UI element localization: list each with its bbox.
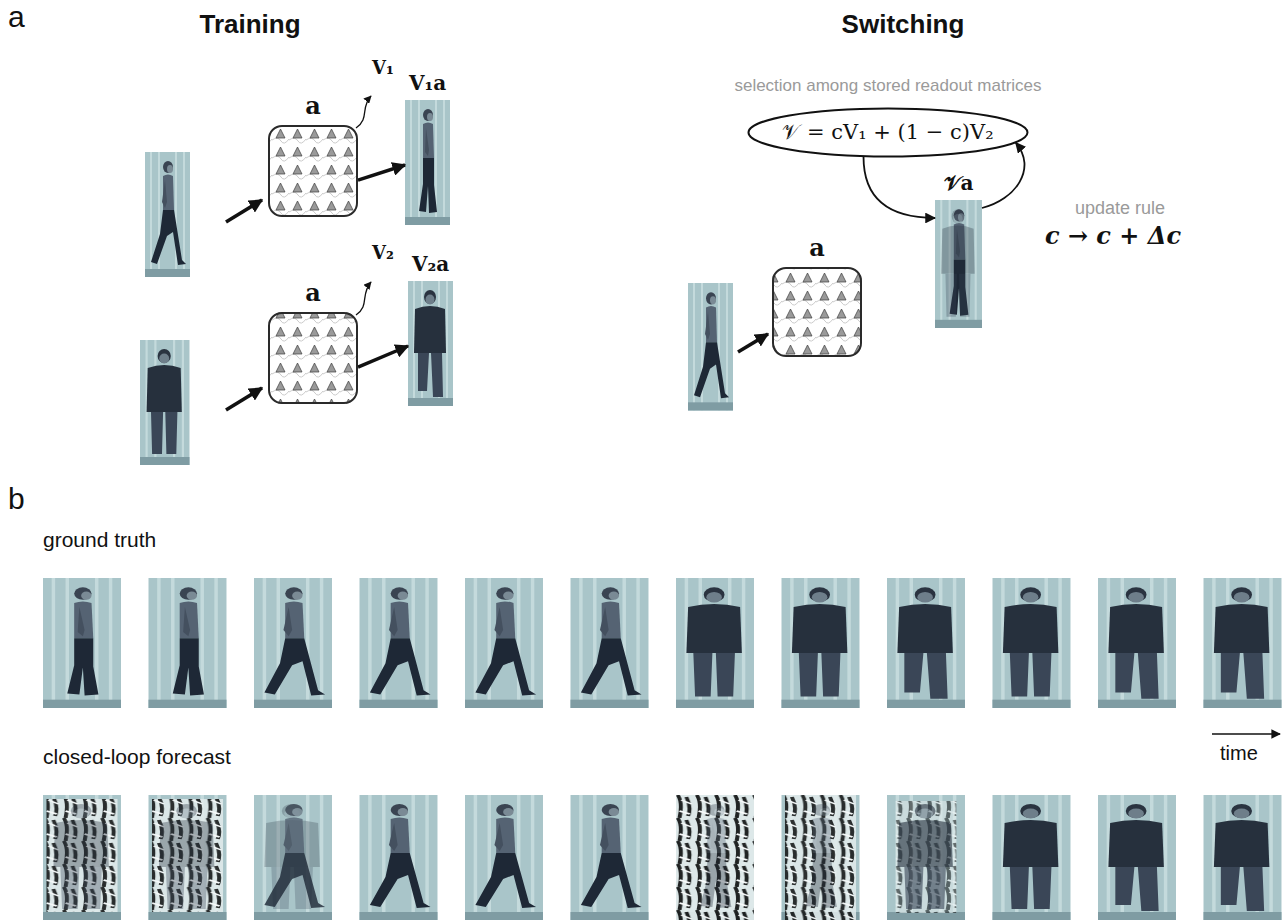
ground-truth-frames <box>43 578 1281 708</box>
readout-label: V₂a <box>412 253 449 275</box>
ellipse-shape <box>749 108 1028 156</box>
readout-wavy-arrow <box>356 282 371 315</box>
input-frame <box>688 283 733 411</box>
input-arrow <box>226 200 262 222</box>
time-arrow <box>1212 733 1280 735</box>
annotation: update rule <box>1075 198 1165 219</box>
input-arrow <box>226 388 262 410</box>
state-vector-label: a <box>305 93 321 119</box>
reservoir-box: a <box>268 125 358 217</box>
readout-label: V₁a <box>409 72 446 94</box>
reservoir-fill <box>772 267 862 357</box>
panel-letter: b <box>8 482 25 517</box>
readout-label: 𝒱a <box>944 172 974 194</box>
forecast-frames <box>43 795 1281 920</box>
reservoir-box: a <box>268 312 358 404</box>
output-frame-box: V₁a <box>405 100 450 225</box>
readout-matrix-label: V₁ <box>372 58 394 79</box>
reservoir-fill <box>268 125 358 217</box>
row-title: closed-loop forecast <box>43 745 231 769</box>
readout-wavy-arrow <box>356 96 371 128</box>
output-frame <box>405 100 450 225</box>
panel-letter: a <box>8 0 25 35</box>
output-frame-box: V₂a <box>408 281 453 406</box>
connector <box>864 157 935 218</box>
input-arrow <box>738 334 768 352</box>
mixing-ellipse: 𝒱 = cV₁ + (1 − c)V₂ <box>747 107 1029 158</box>
input-frame <box>140 340 190 465</box>
panel-title: Switching <box>842 10 965 40</box>
connector <box>358 165 405 180</box>
reservoir-box: a <box>772 267 862 357</box>
annotation: selection among stored readout matrices <box>734 76 1041 96</box>
state-vector-label: a <box>809 235 825 261</box>
axis-label: time <box>1220 742 1258 765</box>
update-formula: c → c + Δc <box>1045 222 1181 250</box>
reservoir-fill <box>268 312 358 404</box>
row-title: ground truth <box>43 528 156 552</box>
output-frame <box>935 200 982 328</box>
state-vector-label: a <box>305 280 321 306</box>
formula: 𝒱 = cV₁ + (1 − c)V₂ <box>782 120 993 144</box>
input-frame <box>145 152 190 277</box>
output-frame-box: 𝒱a <box>935 200 982 328</box>
connector <box>358 346 408 367</box>
panel-title: Training <box>199 10 300 40</box>
connector <box>982 143 1024 208</box>
readout-matrix-label: V₂ <box>372 243 394 264</box>
output-frame <box>408 281 453 406</box>
